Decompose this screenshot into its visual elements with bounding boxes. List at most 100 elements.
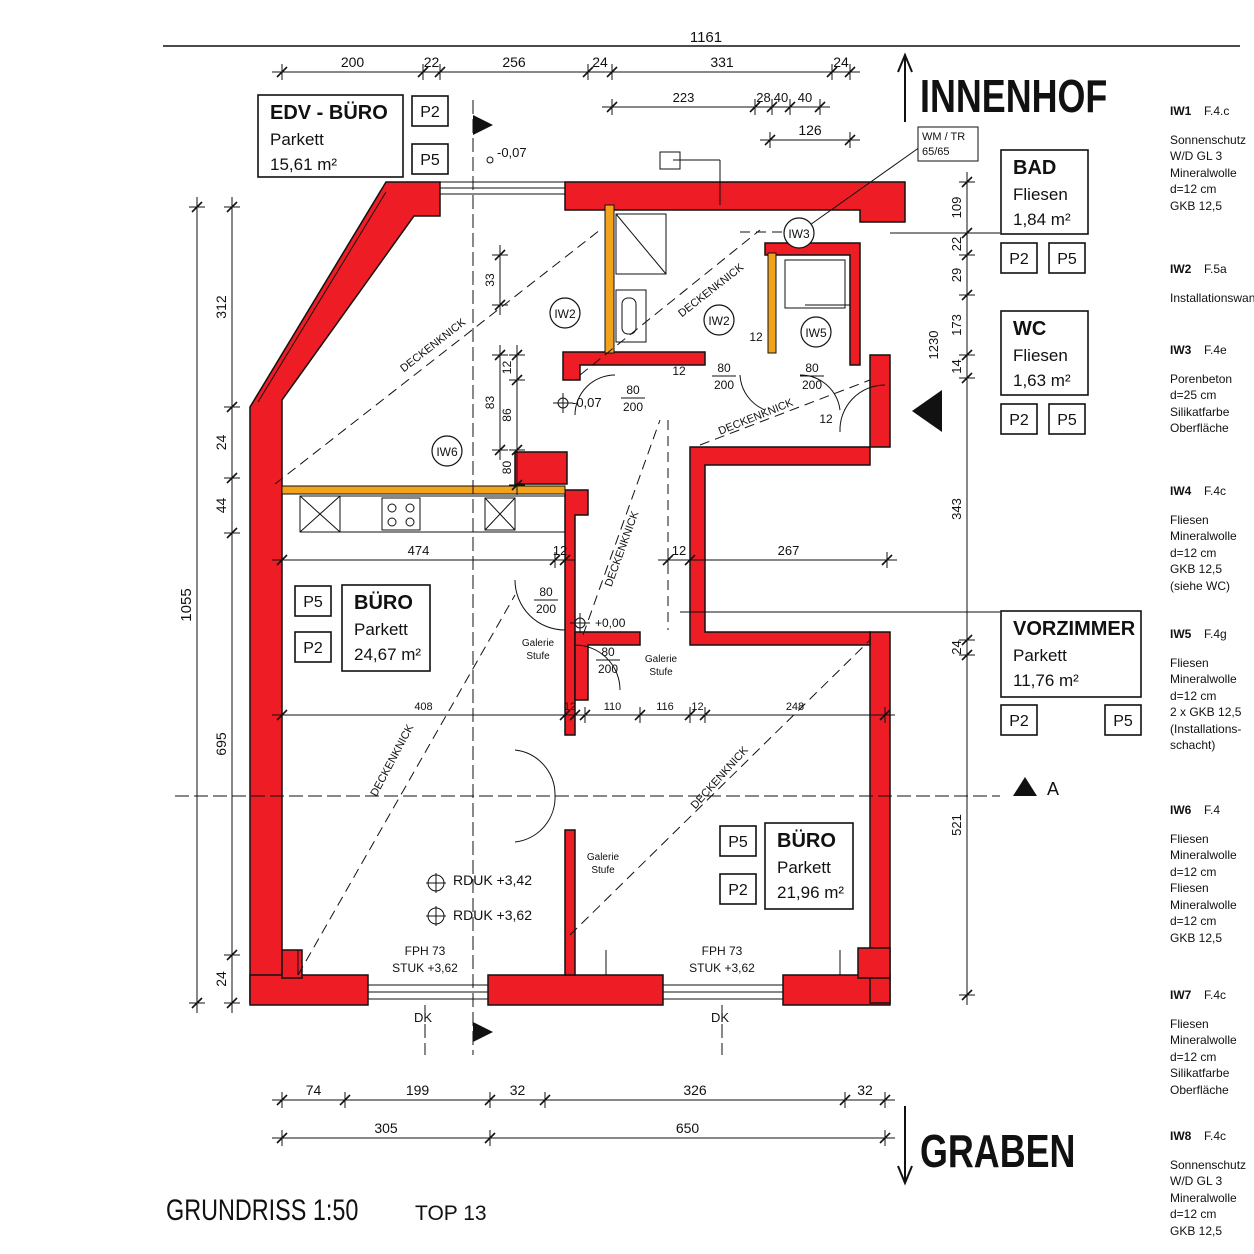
legend-line: Porenbeton — [1170, 371, 1233, 386]
legend-entry-heading: IW7 F.4c — [1170, 987, 1254, 1004]
room-area: 24,67 m² — [354, 645, 421, 664]
legend-line: Mineralwolle — [1170, 672, 1237, 686]
galerie-stufe-1: Stufe — [649, 667, 673, 678]
dimension-interior-d-2: 12 — [691, 701, 703, 713]
legend-line: Silikatfarbe — [1170, 404, 1230, 419]
legend-line: schacht) — [1170, 738, 1216, 752]
dimension-top-row2-3: 40 — [798, 90, 812, 105]
dimension-interior-d-1: 116 — [656, 701, 674, 713]
legend-wall-code: F.4.c — [1204, 104, 1230, 118]
outer-wall-west — [249, 181, 441, 1004]
outer-wall-south-mid — [487, 974, 664, 1006]
legend-line: d=12 cm — [1170, 545, 1217, 560]
plan-unit: TOP 13 — [415, 1202, 487, 1225]
wall-layer — [249, 181, 906, 1006]
dimension-interior-b-1: 267 — [778, 543, 800, 558]
room-area: 15,61 m² — [270, 155, 337, 174]
stuk-label-1: STUK +3,62 — [689, 961, 755, 975]
dimension-interior-g-0: 12 — [500, 361, 514, 375]
wm-tr-label: WM / TR — [922, 131, 965, 143]
room-tag-box — [719, 873, 757, 905]
room-tag: P2 — [420, 104, 440, 121]
legend-line: Mineralwolle — [1170, 1190, 1237, 1205]
room-name: BAD — [1013, 157, 1056, 179]
dimension-bottom-row1-0: 74 — [306, 1082, 322, 1098]
dimension-interior-c-1: 12 — [564, 701, 576, 713]
room-label-box — [1000, 310, 1089, 396]
legend-wall-id: IW2 — [1170, 262, 1192, 276]
courtyard-heading: INNENHOF — [920, 71, 1107, 122]
middle-wall-lower — [564, 829, 576, 976]
wall-type-tag: IW6 — [436, 445, 458, 459]
plan-title: GRUNDRISS 1:50 — [166, 1193, 358, 1226]
room-floor: Parkett — [1013, 646, 1067, 665]
wall-type-marker — [703, 304, 735, 336]
legend-wall-code: F.4e — [1204, 343, 1227, 357]
room-tag: P2 — [728, 882, 748, 899]
legend-line: Mineralwolle — [1170, 897, 1237, 912]
room-tag: P5 — [420, 152, 440, 169]
dimension-interior-i: 12 — [749, 330, 763, 344]
wall-type-marker — [800, 316, 832, 348]
room-tag: P5 — [728, 834, 748, 851]
dimension-interior-d-0: 110 — [604, 701, 622, 713]
room-tag-box — [294, 585, 332, 617]
dimension-interior-g-1: 86 — [500, 408, 514, 422]
legend-wall-id: IW7 — [1170, 988, 1192, 1002]
wm-tr-size: 65/65 — [922, 146, 950, 158]
street-heading: GRABEN — [920, 1126, 1075, 1177]
room-tag-box — [719, 825, 757, 857]
dimension-top-row1-1: 22 — [424, 54, 440, 70]
dimension-top-row2-2: 40 — [774, 90, 788, 105]
wall-type-tag: IW5 — [805, 326, 827, 340]
outer-wall-north — [564, 181, 906, 223]
room-area: 11,76 m² — [1013, 671, 1079, 690]
room-label-box — [1000, 149, 1089, 235]
dimension-top-row2-0: 223 — [673, 90, 695, 105]
shower — [615, 213, 667, 275]
legend-wall-id: IW6 — [1170, 803, 1192, 817]
room-name: BÜRO — [354, 591, 413, 614]
deckenknick-label-2: DECKENKNICK — [717, 397, 796, 438]
dimension-right-extra: 1230 — [926, 331, 941, 360]
wall-type-marker — [783, 217, 815, 249]
dimension-bottom-row1-1: 199 — [406, 1082, 430, 1098]
legend-wall-code: F.4c — [1204, 988, 1227, 1002]
room-tag-box — [1048, 242, 1086, 274]
room-area: 1,84 m² — [1013, 210, 1071, 229]
door-size-height-3: 200 — [536, 602, 556, 616]
legend-line: d=12 cm — [1170, 688, 1217, 703]
legend-wall-id: IW8 — [1170, 1129, 1192, 1143]
room-tag-box — [1000, 403, 1038, 435]
room-tag-box — [294, 631, 332, 663]
room-area: 1,63 m² — [1013, 371, 1071, 390]
room-tag: P2 — [1009, 412, 1029, 429]
room-floor: Parkett — [777, 858, 831, 877]
legend-wall-id: IW5 — [1170, 627, 1192, 641]
door-size-width-1: 80 — [717, 361, 731, 375]
legend-wall-id: IW4 — [1170, 484, 1192, 498]
room-floor: Parkett — [270, 130, 324, 149]
dimension-bottom-row2-0: 305 — [374, 1120, 398, 1136]
wm-tr-box — [917, 126, 979, 162]
detail-layer — [175, 100, 1000, 1055]
dimension-right-inner-7: 521 — [949, 814, 964, 836]
shaft-wall — [689, 354, 891, 646]
legend-line: d=12 cm — [1170, 864, 1217, 879]
dimension-interior-a-1: 12 — [553, 543, 567, 558]
room-tag-box — [411, 143, 449, 175]
room-tag: P5 — [1057, 412, 1077, 429]
door-size-height-4: 200 — [598, 662, 618, 676]
dimension-top-row3-0: 126 — [798, 122, 822, 138]
fph-label-1: FPH 73 — [702, 944, 743, 958]
dimension-right-inner-5: 343 — [949, 498, 964, 520]
legend-line: d=25 cm — [1170, 388, 1217, 402]
